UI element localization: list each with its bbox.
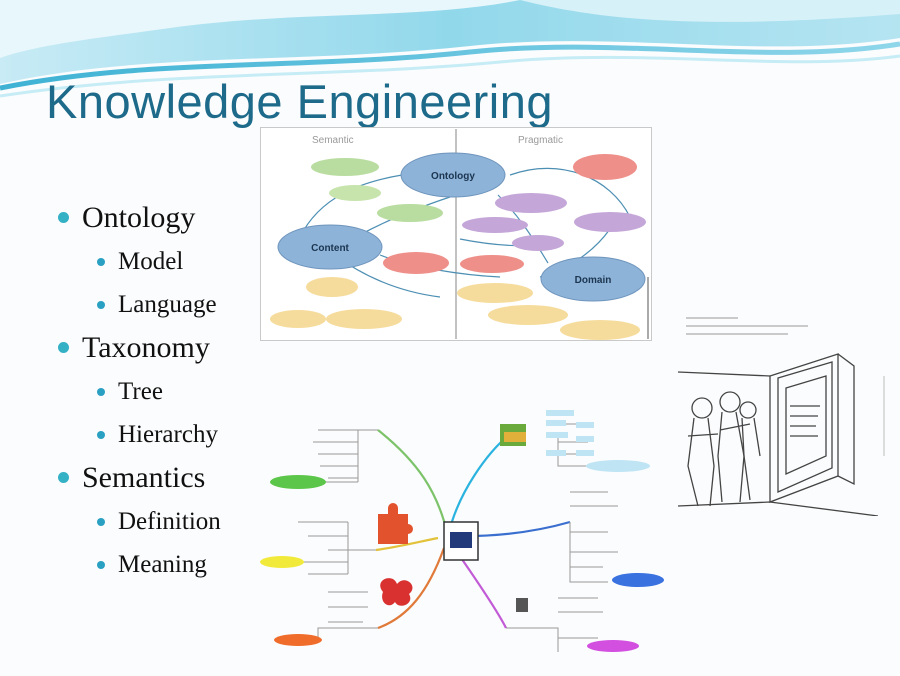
node-yellow <box>560 320 640 340</box>
device-icon <box>516 598 528 612</box>
bullet-text: Tree <box>118 377 163 405</box>
node-red <box>460 255 524 273</box>
domain-node <box>540 256 646 302</box>
ontology-diagram: Semantic Pragmatic Ontology Content Do <box>260 127 652 341</box>
content-node <box>277 224 383 270</box>
leaf-oval-green <box>270 475 326 489</box>
copyright-text-lines <box>686 317 808 335</box>
bullet-dot-icon <box>97 560 105 569</box>
bullet-meaning: Meaning <box>58 543 221 586</box>
bullet-dot-icon <box>97 300 105 309</box>
ontology-label: Ontology <box>431 171 475 182</box>
small-boxes <box>546 410 594 456</box>
bullet-text: Language <box>118 290 217 318</box>
bullet-text: Meaning <box>118 550 207 578</box>
ontology-node <box>400 152 506 198</box>
node-yellow <box>326 309 402 329</box>
cartoon-sketch <box>678 317 885 516</box>
bullet-ontology: Ontology <box>58 196 221 240</box>
bullet-dot-icon <box>58 342 69 353</box>
bullet-text: Taxonomy <box>82 331 210 364</box>
node-purple <box>462 217 528 233</box>
bullet-text: Semantics <box>82 461 206 494</box>
node-red <box>573 154 637 180</box>
semantic-header: Semantic <box>312 135 354 146</box>
books-icon-layer <box>504 432 526 442</box>
bullet-list: Ontology Model Language Taxonomy Tree Hi… <box>58 196 221 586</box>
header-wave <box>0 0 900 98</box>
domain-label: Domain <box>575 275 612 286</box>
node-purple <box>495 193 567 213</box>
node-green <box>329 185 381 201</box>
central-node-image <box>450 532 472 548</box>
bullet-dot-icon <box>97 387 105 396</box>
pragmatic-header: Pragmatic <box>518 135 563 146</box>
node-yellow <box>488 305 568 325</box>
leaf-oval-yellow <box>260 556 304 568</box>
node-yellow <box>270 310 326 328</box>
bullet-text: Ontology <box>82 201 196 234</box>
node-yellow <box>306 277 358 297</box>
cloud-icon <box>380 578 413 606</box>
bullet-hierarchy: Hierarchy <box>58 413 221 456</box>
leaf-oval-orange <box>274 634 322 646</box>
bullet-dot-icon <box>58 212 69 223</box>
node-purple <box>574 212 646 232</box>
bullet-model: Model <box>58 240 221 283</box>
mind-map <box>260 410 664 652</box>
leaf-oval-blue <box>612 573 664 587</box>
bullet-tree: Tree <box>58 370 221 413</box>
bullet-definition: Definition <box>58 500 221 543</box>
bullet-text: Hierarchy <box>118 420 218 448</box>
content-label: Content <box>311 243 349 254</box>
sketch-lines <box>678 353 879 516</box>
bullet-dot-icon <box>58 472 69 483</box>
node-yellow <box>457 283 533 303</box>
mind-map-leaf-lines <box>288 423 618 652</box>
bullet-dot-icon <box>97 517 105 526</box>
node-green <box>377 204 443 222</box>
bullet-text: Model <box>118 247 184 275</box>
bullet-taxonomy: Taxonomy <box>58 326 221 370</box>
node-red <box>383 252 449 274</box>
node-purple <box>512 235 564 251</box>
bullet-language: Language <box>58 283 221 326</box>
leaf-oval-light-blue <box>586 460 650 472</box>
leaf-oval-purple <box>587 640 639 652</box>
node-green <box>311 158 379 176</box>
bullet-dot-icon <box>97 430 105 439</box>
bullet-dot-icon <box>97 257 105 266</box>
bullet-semantics: Semantics <box>58 456 221 500</box>
bullet-text: Definition <box>118 507 221 535</box>
puzzle-icon <box>378 503 413 544</box>
slide-title: Knowledge Engineering <box>46 75 553 128</box>
